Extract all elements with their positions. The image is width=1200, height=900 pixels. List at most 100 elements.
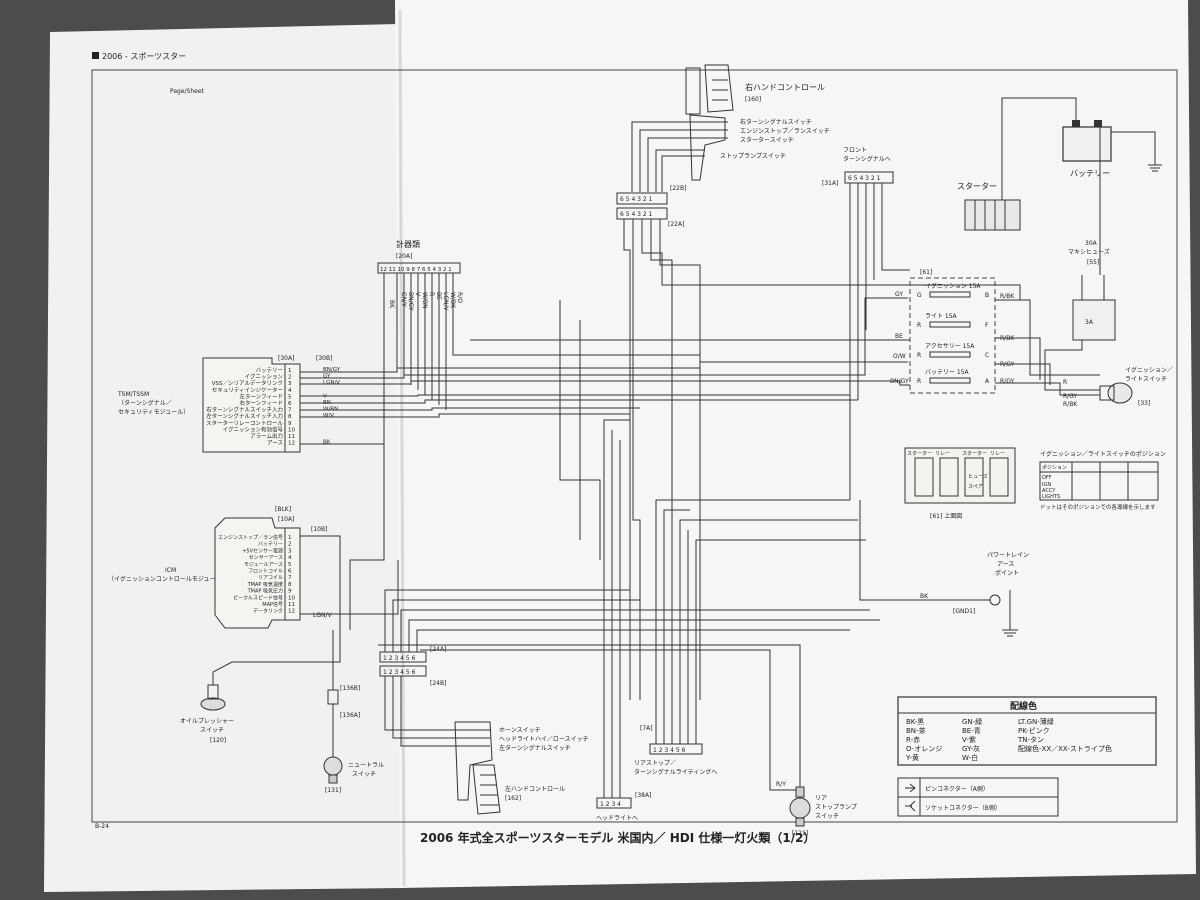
speedo-wire-2: GN/Y — [400, 292, 407, 307]
left-hand-control-id: [162] — [505, 795, 521, 802]
tsm-pin-number: 11 — [288, 434, 295, 440]
icm-row-label: センサーアース — [249, 555, 283, 561]
neutral-switch: [136B] [136A] ニュートラル スイッチ [131] — [323, 630, 384, 794]
ign-wire-1: R — [1063, 379, 1067, 386]
connector-22a-label: [22A] — [668, 221, 684, 228]
tsm-pin-number: 1 — [288, 368, 292, 374]
tsm-pin-number: 10 — [288, 427, 295, 433]
icm-pin-number: 9 — [288, 589, 292, 595]
svg-text:1 2 3 4: 1 2 3 4 — [600, 801, 621, 808]
ign-table-row-2: IGN — [1042, 482, 1051, 488]
speedo-wire-5: W/BN — [421, 292, 428, 309]
fuse-3-label: アクセサリー 15A — [925, 343, 975, 350]
svg-text:1 2 3 4 5 6: 1 2 3 4 5 6 — [383, 655, 416, 662]
icm-pin-number: 6 — [288, 569, 292, 575]
ign-position-table: イグニッション／ライトスイッチのポジション ポジション OFF IGN ACCY… — [1039, 450, 1166, 511]
tsm-label-2: （ターンシグナル／ — [118, 399, 172, 407]
ground-label-1: パワートレイン — [987, 552, 1029, 559]
tsm-wire-label: BN/GY — [323, 367, 341, 373]
tsm-pin-number: 7 — [288, 408, 292, 414]
tsm-conn-b: [30B] — [316, 355, 332, 362]
left-hand-control-label: 左ハンドコントロール — [505, 785, 565, 793]
icm-wire-label: LGN/V — [313, 612, 333, 619]
footer-page-no: B-24 — [95, 823, 109, 830]
fuse-letter-l3: R — [917, 352, 921, 359]
fuse-wire-l3: O/W — [893, 353, 906, 360]
icm-pin-number: 11 — [288, 602, 295, 608]
ign-table-row-4: LIGHTS — [1042, 494, 1060, 500]
maxi-fuse-label-1: 30A — [1085, 240, 1098, 247]
svg-text:1 2 3 4 5 6: 1 2 3 4 5 6 — [383, 669, 416, 676]
speedo-wire-7: BE — [435, 292, 442, 300]
svg-text:6 5 4 3 2 1: 6 5 4 3 2 1 — [620, 211, 653, 218]
headlamp-conn: [38A] — [635, 792, 651, 799]
icm-pin-number: 8 — [288, 582, 292, 588]
ground-id: [GND1] — [953, 608, 975, 615]
rear-stop-wire: R/Y — [776, 781, 786, 788]
speedometer-label: 計器類 — [396, 239, 420, 249]
legend-color-entry: 配線色-XX／XX-ストライプ色 — [1018, 744, 1112, 753]
front-turn-label-2: ターンシグナルへ — [843, 155, 891, 163]
tsm-label-1: TSM/TSSM — [117, 391, 149, 398]
maxi-fuse: 30A マキシヒューズ [55] 3A — [1044, 230, 1116, 391]
left-switch-3: 左ターンシグナルスイッチ — [499, 744, 571, 752]
icm-row-label: モジュールアース — [244, 562, 283, 568]
neutral-conn-a: [136A] — [340, 712, 360, 719]
fuse-letter-l1: G — [917, 292, 922, 299]
rear-turn-label-2: ターンシグナルライティングへ — [634, 768, 717, 776]
maxi-fuse-text: 3A — [1085, 319, 1094, 326]
starter-label: スターター — [957, 182, 997, 191]
fuse-wire-l2: BE — [895, 333, 903, 340]
icm-pin-number: 12 — [288, 609, 295, 615]
rear-stop-id: [121] — [792, 830, 808, 837]
wire-color-legend: 配線色 BK-黒BN-茶R-赤O-オレンジY-黄GN-緑BE-青V-紫GY-灰W… — [897, 696, 1157, 817]
front-turn-signal: フロント ターンシグナルへ 6 5 4 3 2 1 [31A] — [822, 147, 910, 500]
icm-row-label: エンジンストップ／ラン信号 — [218, 534, 283, 541]
footer-title: 2006 年式全スポーツスターモデル 米国内／ HDI 仕様一灯火類（1/2） — [420, 830, 815, 845]
fuse-1-label: イグニッション 15A — [925, 282, 981, 290]
speedo-wire-1: BK — [388, 300, 395, 309]
relay-label-3: スターター — [962, 450, 987, 457]
speedo-wire-6: R — [428, 292, 435, 296]
rhc-wires — [631, 121, 728, 192]
legend-socket-connector: ソケットコネクター（B側） — [925, 804, 1001, 812]
legend-color-entry: PK-ピンク — [1018, 727, 1050, 735]
stop-lamp-switch-label: ストップランプスイッチ — [720, 153, 786, 160]
ground-label-2: アース — [997, 561, 1014, 568]
paper-left-page — [44, 24, 405, 892]
tsm-pin-number: 5 — [288, 394, 292, 400]
tsm-wire-label: BK — [323, 440, 331, 446]
connector-31a-label: [31A] — [822, 180, 838, 187]
front-turn-label-1: フロント — [843, 147, 867, 154]
fuse-2-label: ライト 15A — [925, 313, 958, 320]
legend-color-entry: Y-黄 — [905, 753, 919, 762]
legend-color-entry: BK-黒 — [906, 718, 924, 726]
icm-row-label: ビークルスピード信号 — [233, 594, 283, 601]
icm-row-label: +5Vセンサー電源 — [242, 547, 283, 554]
legend-color-entry: W-白 — [962, 753, 978, 762]
icm-row-label: リアコイル — [258, 575, 283, 581]
tsm-wire-label: GY — [323, 374, 331, 380]
tsm-pin-number: 2 — [288, 375, 292, 381]
tsm-pin-number: 6 — [288, 401, 292, 407]
connector-22: 6 5 4 3 2 1 6 5 4 3 2 1 [22B] [22A] — [616, 185, 686, 228]
oil-pressure-label-2: スイッチ — [200, 727, 224, 734]
icm-module: ICM （イグニッションコントロールモジュール） [BLK] [10A] [10… — [108, 506, 399, 629]
legend-color-entry: TN-タン — [1017, 735, 1044, 744]
rear-turn-connector: 1 2 3 4 5 6 [7A] リアストップ／ ターンシグナルライティングへ — [634, 499, 866, 776]
tsm-row-label: バッテリー — [255, 367, 283, 374]
ign-table-row-3: ACCY — [1042, 488, 1056, 494]
right-hand-control-id: [160] — [745, 96, 761, 103]
legend-color-entry: O-オレンジ — [906, 745, 942, 753]
right-switch-1: 右ターンシグナルスイッチ — [740, 118, 812, 126]
headlamp-connector: 1 2 3 4 [38A] ヘッドライトへ — [596, 419, 651, 822]
icm-row-label: バッテリー — [258, 542, 283, 548]
header-note: Page/Sheet — [170, 88, 205, 95]
top-view-label: [61] 上面図 — [930, 512, 962, 520]
speedo-wire-9: W/BK — [449, 292, 456, 309]
svg-text:6 5 4 3 2 1: 6 5 4 3 2 1 — [620, 196, 653, 203]
icm-pin-number: 7 — [288, 575, 292, 581]
tsm-pin-number: 3 — [288, 381, 292, 387]
tsm-row-label: アラーム出力 — [250, 432, 283, 440]
